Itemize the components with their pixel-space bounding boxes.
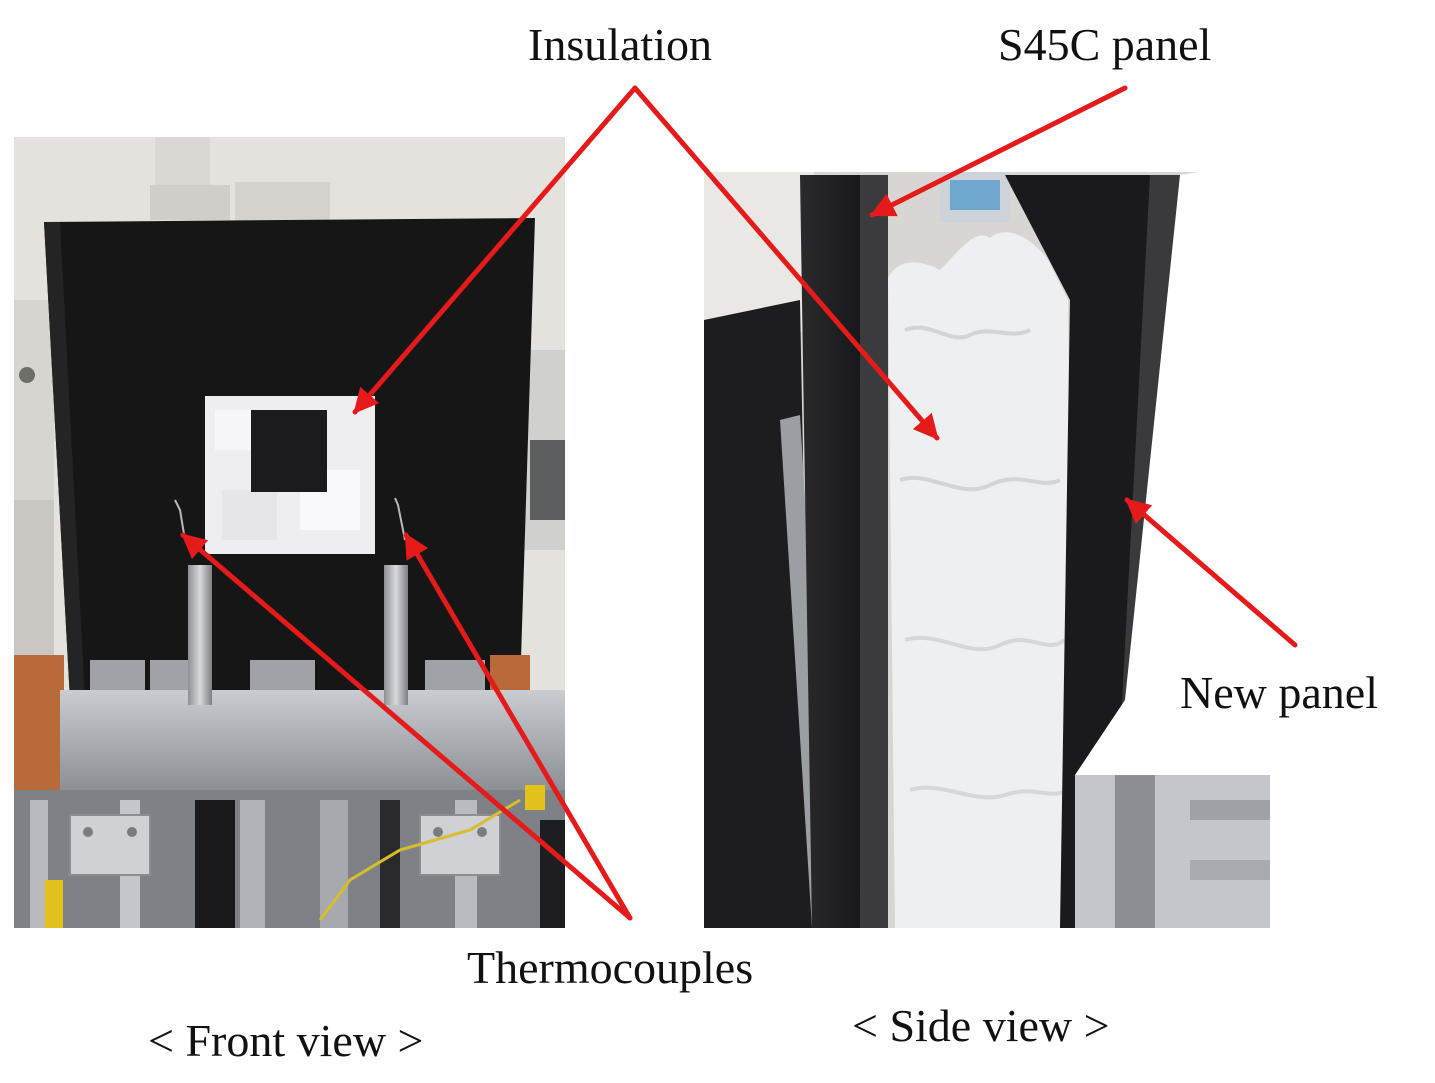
- side-view-photo: [704, 160, 1270, 928]
- arrow-insulation-side: [632, 85, 940, 441]
- arrow-thermocouple-right: [403, 532, 633, 921]
- caption-side-view: < Side view >: [852, 1000, 1110, 1051]
- arrow-insulation-front: [352, 85, 638, 415]
- arrow-thermocouple-left: [180, 532, 633, 921]
- caption-front-view: < Front view >: [148, 1015, 424, 1066]
- arrow-new-panel: [1124, 497, 1298, 648]
- arrow-s45c-panel: [869, 85, 1128, 218]
- label-thermocouples: Thermocouples: [467, 942, 754, 993]
- label-s45c-panel: S45C panel: [998, 19, 1212, 70]
- label-new-panel: New panel: [1180, 667, 1378, 718]
- label-insulation: Insulation: [528, 19, 712, 70]
- annotation-arrows: [180, 85, 1298, 921]
- front-view-photo: [14, 137, 565, 928]
